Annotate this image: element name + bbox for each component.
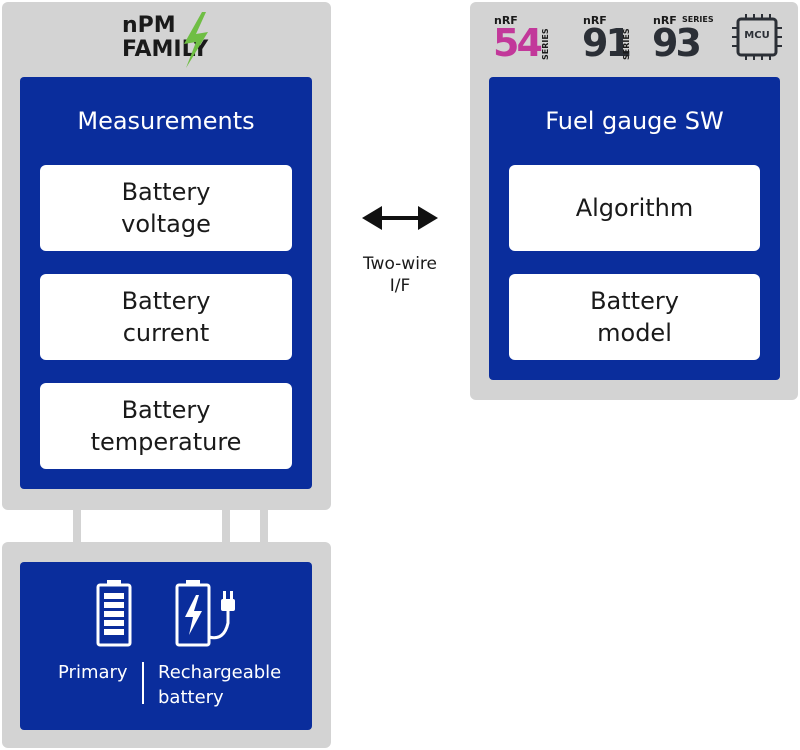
battery-temperature-card: Battery temperature xyxy=(40,383,292,469)
battery-voltage-label: Battery voltage xyxy=(121,178,211,238)
npm-logo-line1: nPM xyxy=(122,13,176,38)
npm-family-logo: nPM FAMILY xyxy=(120,10,220,70)
primary-battery-icon xyxy=(96,580,132,647)
fuel-gauge-title: Fuel gauge SW xyxy=(545,107,724,135)
battery-model-label: Battery model xyxy=(590,287,679,347)
nrf93-digits: 93 xyxy=(652,21,702,65)
battery-voltage-card: Battery voltage xyxy=(40,165,292,251)
nrf91-suffix: SERIES xyxy=(622,28,631,60)
primary-battery-label: Primary xyxy=(58,662,128,683)
nrf91-series-logo: nRF 91 SERIES xyxy=(582,14,638,64)
interface-label: Two-wire I/F xyxy=(362,254,438,296)
bidirectional-arrow-icon xyxy=(362,206,438,230)
connector-wire-1 xyxy=(73,508,81,544)
measurements-title: Measurements xyxy=(77,107,255,135)
connector-wire-3 xyxy=(260,508,268,544)
mcu-chip-icon: MCU xyxy=(732,14,782,60)
battery-block xyxy=(20,562,312,730)
battery-temperature-label: Battery temperature xyxy=(90,396,242,456)
rechargeable-battery-icon xyxy=(175,580,235,647)
nrf93-series-logo: nRF SERIES 93 xyxy=(652,14,718,64)
nrf93-prefix: nRF xyxy=(653,14,677,27)
battery-model-card: Battery model xyxy=(509,274,760,360)
rechargeable-battery-label: Rechargeable battery xyxy=(158,662,282,708)
nrf91-prefix: nRF xyxy=(583,14,607,27)
nrf93-suffix: SERIES xyxy=(682,15,714,24)
battery-current-card: Battery current xyxy=(40,274,292,360)
nrf54-digits: 54 xyxy=(493,21,543,65)
battery-divider xyxy=(142,662,144,704)
lightning-bolt-icon xyxy=(184,12,208,68)
nrf54-suffix: SERIES xyxy=(541,28,550,60)
connector-wire-2 xyxy=(222,508,230,544)
nrf54-series-logo: nRF 54 SERIES xyxy=(493,14,559,64)
algorithm-card: Algorithm xyxy=(509,165,760,251)
mcu-label: MCU xyxy=(744,30,770,41)
nrf91-digits: 91 xyxy=(582,21,632,65)
algorithm-label: Algorithm xyxy=(575,194,694,222)
nrf54-prefix: nRF xyxy=(494,14,518,27)
battery-current-label: Battery current xyxy=(121,287,211,347)
